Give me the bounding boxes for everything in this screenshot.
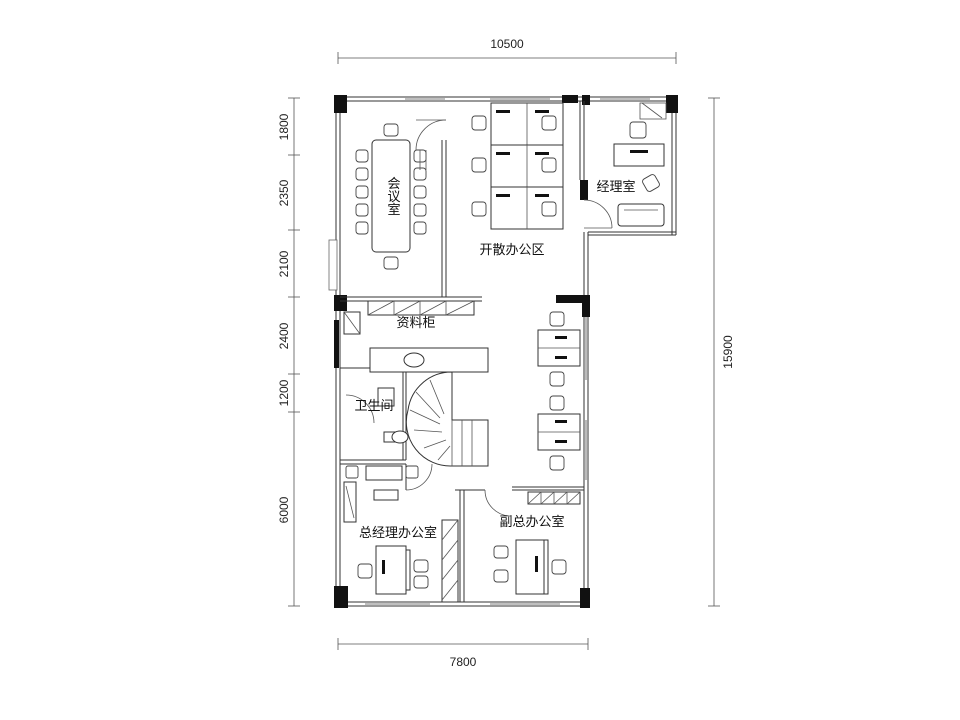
dim-left-2: 2350 [277, 179, 291, 206]
dim-left-4: 2400 [277, 322, 291, 349]
label-general-manager-office: 总经理办公室 [359, 525, 437, 541]
manager-office-furniture [613, 102, 667, 227]
dim-bottom-width: 7800 [450, 655, 477, 669]
label-file-cabinet: 资料柜 [396, 316, 435, 331]
dim-left-5: 1200 [277, 379, 291, 406]
room-labels: 会议室 开散办公区 经理室 资料柜 卫生间 总经理办公室 副总办公室 [354, 177, 635, 542]
staircase [405, 371, 489, 467]
outer-walls [328, 96, 677, 607]
file-cabinet-furniture [343, 300, 475, 335]
open-office-workstations [471, 102, 564, 230]
restroom-fixtures [377, 352, 425, 444]
label-deputy-office: 副总办公室 [499, 514, 564, 530]
column-posts [334, 95, 678, 608]
deputy-office-furniture [493, 491, 581, 595]
label-open-office: 开散办公区 [479, 243, 544, 258]
label-manager-office: 经理室 [596, 179, 635, 195]
dimension-lines [288, 52, 720, 650]
label-meeting-room: 会议室 [385, 177, 401, 216]
dim-right-height: 15900 [721, 335, 735, 369]
dim-top-width: 10500 [490, 37, 524, 51]
meeting-room-furniture [355, 123, 427, 270]
dim-left-1: 1800 [277, 113, 291, 140]
dim-left-6: 6000 [277, 496, 291, 523]
dim-left-3: 2100 [277, 250, 291, 277]
label-restroom: 卫生间 [354, 399, 393, 414]
door-swings [345, 119, 613, 517]
corridor-workstations [537, 311, 581, 471]
gm-office-furniture [343, 465, 459, 603]
